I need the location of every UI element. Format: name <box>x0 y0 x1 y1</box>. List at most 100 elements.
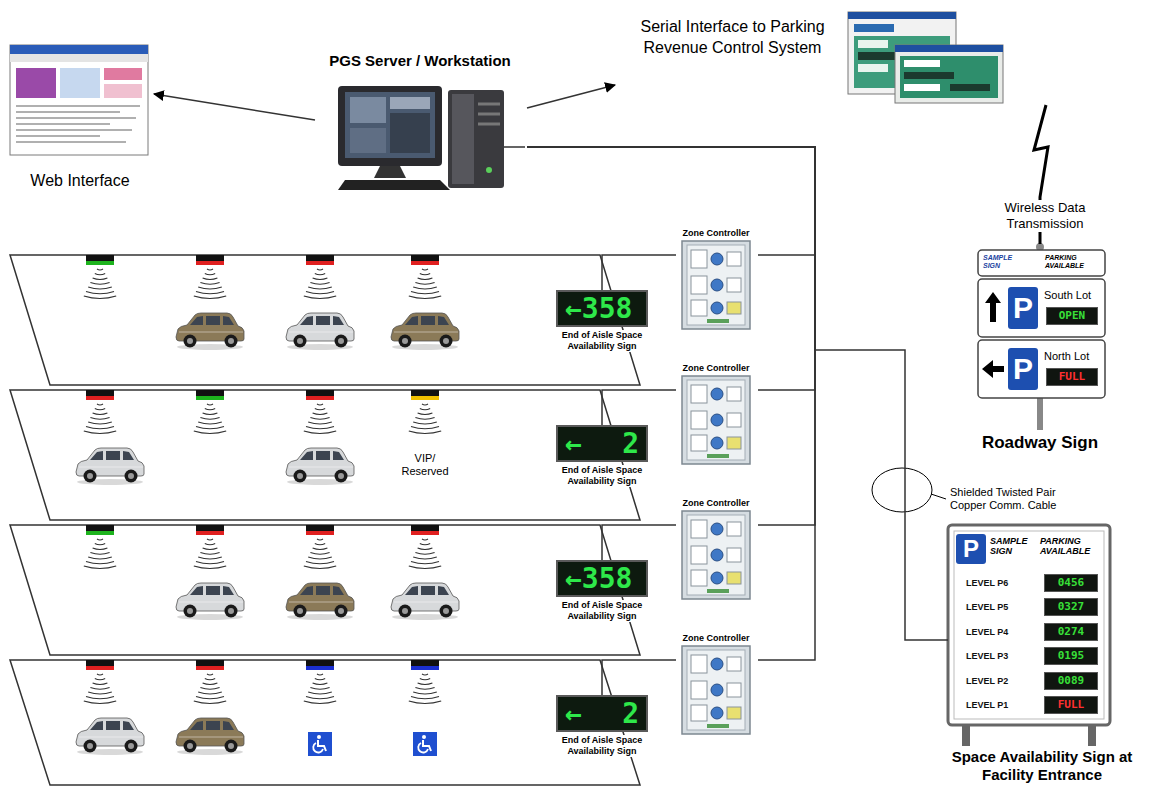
parked-car-part <box>391 313 459 350</box>
accessible-symbol-part <box>413 732 437 756</box>
roadway-sign-frame <box>978 243 1105 430</box>
zone-controller-panel-part <box>682 241 750 329</box>
workstation-computer-part <box>452 94 474 184</box>
level-name: LEVEL P2 <box>966 672 1032 690</box>
connector <box>602 660 676 695</box>
space-sensor <box>84 255 441 704</box>
parking-deck-part <box>10 390 640 520</box>
facility-sign-frame-part <box>948 525 1110 725</box>
space-sensor-part <box>409 525 441 569</box>
led-display: ← 2 <box>556 425 648 462</box>
workstation-computer-part <box>350 128 386 153</box>
parked-car-part <box>76 718 144 755</box>
connector <box>602 390 676 425</box>
parking-deck-part <box>10 525 640 655</box>
workstation-computer-part <box>338 180 450 190</box>
web-screenshot-part <box>10 54 148 62</box>
revenue-screenshots-part <box>904 60 940 67</box>
led-status: FULL <box>1046 368 1098 386</box>
revenue-screenshots-part <box>858 40 888 48</box>
revenue-control-system: Serial Interface to Parking Revenue Cont… <box>615 8 1007 105</box>
connector <box>154 94 315 120</box>
roadway-sign-frame-part <box>978 340 1105 398</box>
space-label: VIP/ Reserved <box>395 452 455 478</box>
led-display: ←358 <box>556 290 648 327</box>
connector <box>602 255 676 290</box>
node-heading: PGS Server / Workstation <box>315 52 525 70</box>
aisle-sign: ← 2 End of Aisle Space Availability Sign <box>550 425 656 489</box>
cable-callout-part <box>931 494 946 499</box>
level-name: LEVEL P1 <box>966 696 1032 714</box>
aisle-sign: ← 2End of Aisle Space Availability Sign <box>550 695 656 759</box>
web-screenshot-part <box>10 45 148 54</box>
space-sensor-part <box>409 390 441 434</box>
zone-controller: Zone Controller <box>676 363 758 467</box>
space-sensor-part <box>194 660 226 704</box>
sign-note: SAMPLE SIGN <box>990 536 1034 556</box>
accessible-symbol <box>308 732 437 756</box>
space-sensor-part <box>304 390 336 434</box>
zone-controller-panel-part <box>682 376 750 464</box>
parking-icon: P <box>1008 348 1038 390</box>
revenue-screenshots-part <box>904 84 940 91</box>
workstation-computer-part <box>345 92 435 158</box>
parked-car-part <box>286 313 354 350</box>
lot-name: North Lot <box>1044 350 1104 363</box>
revenue-screenshots-part <box>848 12 956 19</box>
aisle-sign: ←358End of Aisle Space Availability Sign <box>550 560 656 624</box>
connector <box>527 147 815 660</box>
space-sensor-part <box>84 390 116 434</box>
wire-stub <box>504 147 948 640</box>
workstation-computer-part <box>390 97 430 109</box>
revenue-screenshots-part <box>904 72 954 79</box>
parked-car-part <box>176 313 244 350</box>
led-status: OPEN <box>1046 307 1098 325</box>
connector <box>527 147 815 255</box>
sign-caption: End of Aisle Space Availability Sign <box>550 735 654 757</box>
device-heading: Zone Controller <box>676 633 756 644</box>
parked-car-part <box>176 583 244 620</box>
accessible-symbol-part <box>308 732 332 756</box>
sign-note: PARKING AVAILABLE <box>1045 254 1101 270</box>
connector <box>527 85 615 108</box>
facility-entrance-sign: PSAMPLE SIGNPARKING AVAILABLELEVEL P6045… <box>935 522 1150 786</box>
revenue-screenshots-part <box>950 84 990 91</box>
pgs-server: PGS Server / Workstation <box>315 50 527 192</box>
web-screenshot-part <box>16 106 140 142</box>
lot-name: South Lot <box>1044 289 1104 302</box>
web-screenshot-part <box>10 45 148 155</box>
workstation-computer-part <box>350 97 386 123</box>
device-heading: Zone Controller <box>676 228 756 239</box>
device-heading: Zone Controller <box>676 363 756 374</box>
sign-note: SAMPLE SIGN <box>983 254 1019 270</box>
sign-caption: End of Aisle Space Availability Sign <box>550 465 654 487</box>
sign-caption: End of Aisle Space Availability Sign <box>550 330 654 352</box>
level-name: LEVEL P5 <box>966 598 1032 616</box>
space-sensor-part <box>194 390 226 434</box>
web-interface: Web Interface <box>8 42 154 194</box>
connector <box>527 147 815 525</box>
workstation-computer-part <box>448 90 504 188</box>
facility-sign-frame-part <box>954 531 1104 719</box>
space-sensor-part <box>194 255 226 299</box>
roadway-sign-frame-part <box>978 279 1105 337</box>
led-count: 0274 <box>1044 623 1098 641</box>
facility-sign-frame-part <box>1088 724 1096 746</box>
web-screenshot-part <box>60 68 100 98</box>
sign-note: PARKING AVAILABLE <box>1040 536 1102 556</box>
level-name: LEVEL P3 <box>966 647 1032 665</box>
led-display: ←358 <box>556 560 648 597</box>
space-sensor-part <box>304 525 336 569</box>
space-sensor-part <box>84 660 116 704</box>
level-name: LEVEL P4 <box>966 623 1032 641</box>
edge-label: Wireless Data Transmission <box>995 200 1095 232</box>
roadway-sign-frame-part <box>982 360 1004 378</box>
revenue-screenshots-part <box>895 45 1003 103</box>
connector <box>527 147 935 640</box>
sign-heading: Roadway Sign <box>970 432 1110 453</box>
parked-car-part <box>176 718 244 755</box>
workstation-computer-part <box>374 166 406 178</box>
